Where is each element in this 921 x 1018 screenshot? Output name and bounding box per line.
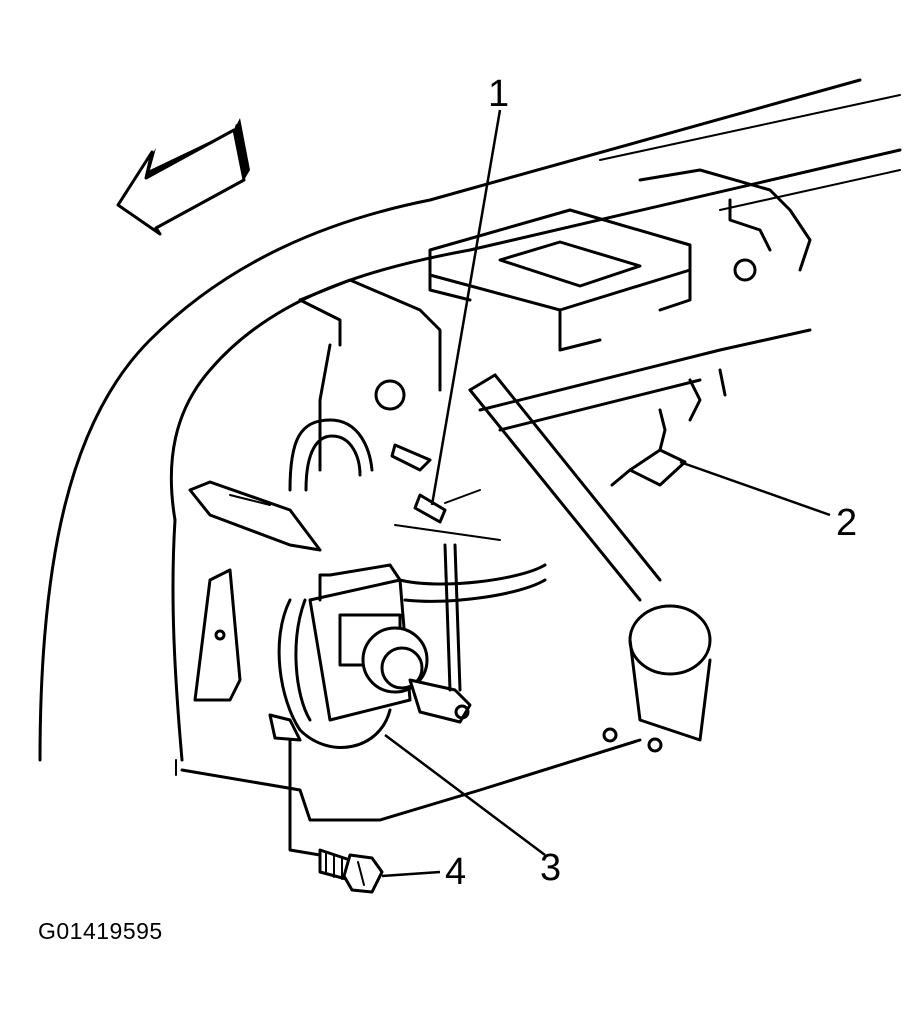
upper-bracket <box>298 168 812 472</box>
figure-id: G01419595 <box>38 918 163 944</box>
callout-2: 2 <box>836 502 857 544</box>
body-panel <box>38 78 902 822</box>
callout-4: 4 <box>445 851 466 893</box>
bolt <box>288 738 384 894</box>
wiring-connector <box>610 368 727 487</box>
cable-bracket <box>188 418 501 552</box>
leader-lines <box>381 109 831 878</box>
front-direction-arrow-icon <box>116 118 250 236</box>
callout-3: 3 <box>540 847 561 889</box>
diagonal-strut <box>468 328 812 753</box>
switch-assembly <box>193 543 547 749</box>
callout-1: 1 <box>488 73 509 115</box>
